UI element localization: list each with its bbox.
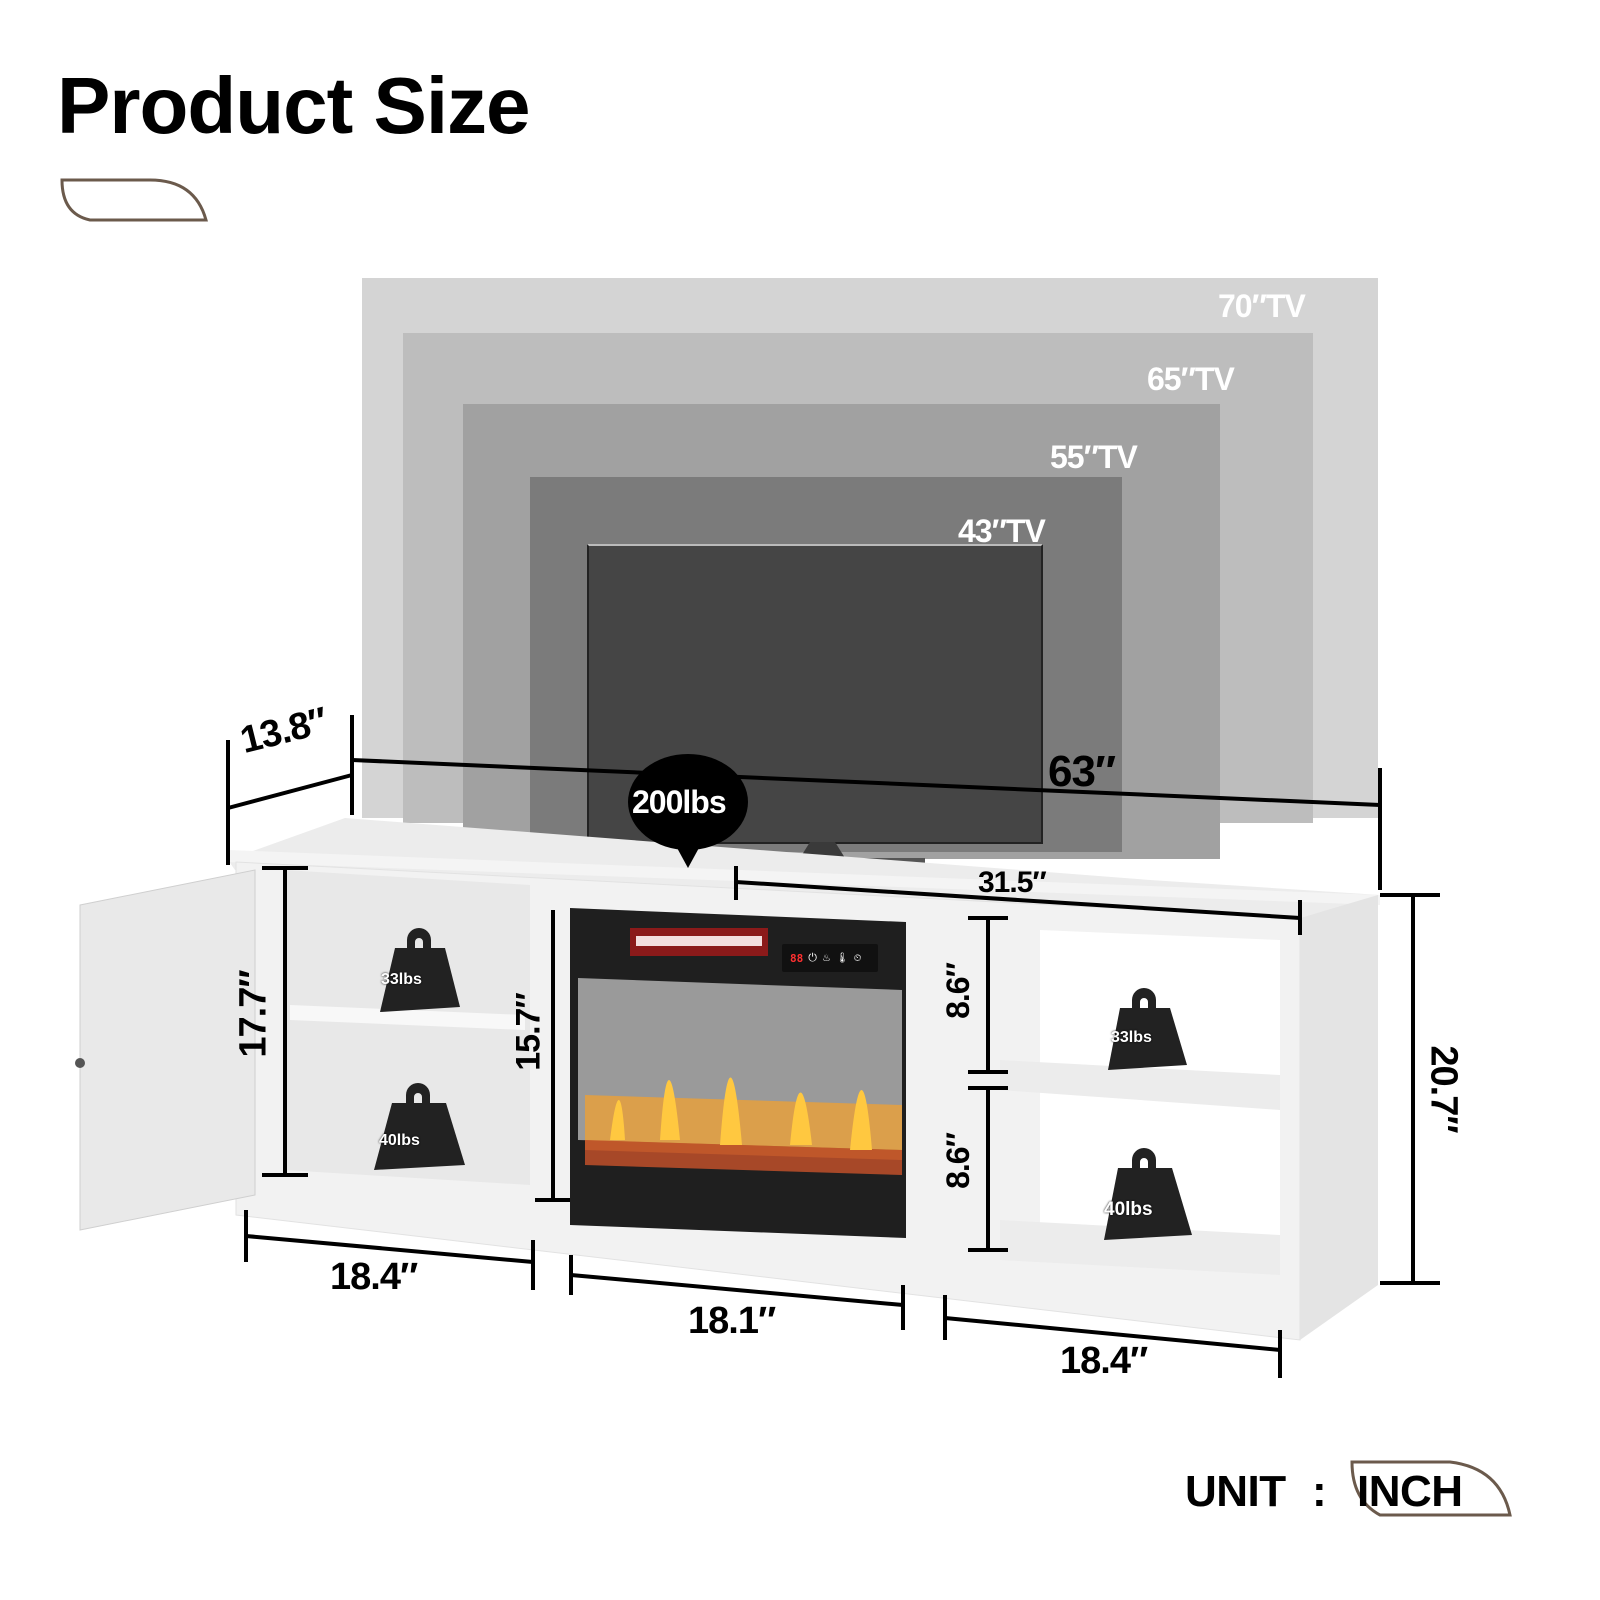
timer-icon[interactable]: ⏲: [853, 952, 862, 964]
dimension-right-shelf-width: 18.4″: [1060, 1340, 1148, 1382]
dimension-fireplace-width: 18.1″: [688, 1300, 776, 1342]
flame-icon[interactable]: ♨: [821, 952, 831, 964]
tv-label-55: 55″TV: [1050, 439, 1138, 475]
weight-icon: [1104, 1148, 1192, 1240]
tv-label-65: 65″TV: [1147, 361, 1235, 397]
fireplace-control-panel: 88 ⏻ ♨ 🌡 ⏲: [782, 944, 878, 972]
weight-label-left-lower: 40lbs: [379, 1132, 420, 1149]
power-icon[interactable]: ⏻: [808, 951, 817, 964]
tv-label-43: 43″TV: [958, 513, 1046, 549]
unit-value: INCH: [1357, 1467, 1463, 1516]
weight-label-right-lower: 40lbs: [1104, 1199, 1153, 1220]
tv-label-70: 70″TV: [1218, 288, 1306, 324]
weight-icon: [1108, 988, 1187, 1070]
page-title: Product Size: [57, 61, 531, 150]
unit-separator: :: [1312, 1467, 1327, 1516]
dimension-left-cabinet-width: 18.4″: [330, 1256, 418, 1298]
temperature-display: 88: [790, 951, 804, 965]
weight-label-left-upper: 33lbs: [381, 971, 422, 988]
dimension-total-width: 63″: [1048, 747, 1116, 796]
dimension-top-right-width: 31.5″: [978, 866, 1047, 899]
thermometer-icon[interactable]: 🌡: [835, 952, 849, 964]
weight-label-right-upper: 33lbs: [1111, 1029, 1152, 1046]
weight-icon: [374, 1083, 465, 1170]
weight-icon: [380, 928, 460, 1012]
top-load-capacity: 200lbs: [632, 784, 727, 820]
unit-label: UNIT: [1185, 1467, 1286, 1516]
